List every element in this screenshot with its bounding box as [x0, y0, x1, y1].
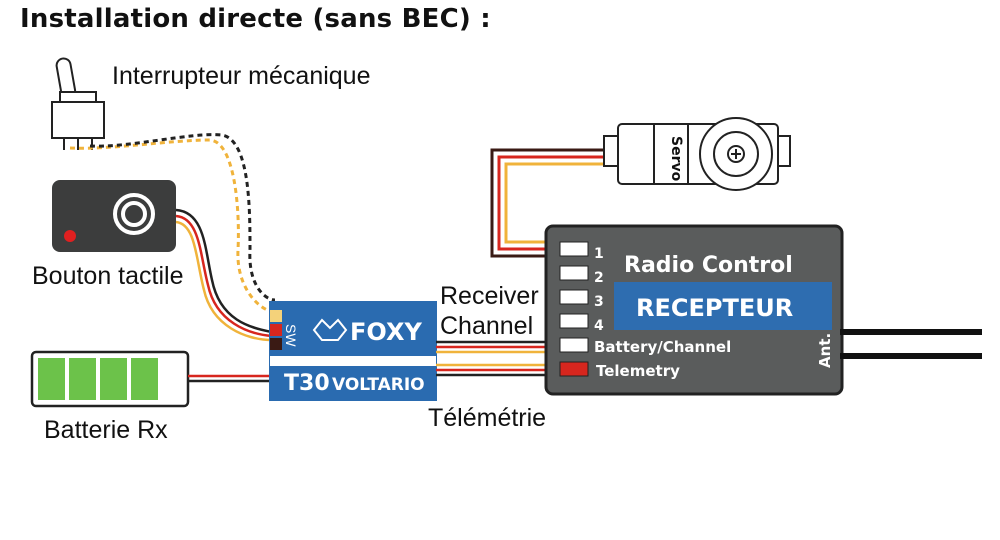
port-2-label: 2 — [594, 270, 604, 286]
touch-button — [52, 180, 176, 252]
foxy-module: SW FOXY T30 VOLTARIO — [269, 301, 437, 401]
servo-wires — [490, 148, 604, 258]
receiver-channel-wires — [436, 340, 560, 354]
brand-name: FOXY — [350, 318, 422, 346]
toggle-switch — [51, 57, 105, 150]
servo-label: Servo — [668, 136, 684, 182]
switch-wires — [69, 133, 276, 314]
receiver-name: RECEPTEUR — [636, 294, 793, 322]
battery-wires — [188, 374, 272, 383]
receiver: Radio Control RECEPTEUR 1 2 3 4 Battery/… — [544, 224, 982, 396]
fox-logo-icon — [312, 318, 348, 341]
port-1-label: 1 — [594, 246, 604, 262]
page-title: Installation directe (sans BEC) : — [20, 4, 491, 34]
touch-button-label: Bouton tactile — [32, 262, 184, 290]
port-3-label: 3 — [594, 294, 604, 310]
telemetry-port-label: Telemetry — [596, 362, 680, 380]
servo: Servo — [603, 117, 791, 191]
switch-label: Interrupteur mécanique — [112, 62, 371, 90]
receiver-channel-label-2: Channel — [440, 312, 534, 340]
port-4-label: 4 — [594, 318, 604, 334]
battery-cell — [69, 358, 96, 400]
battery-channel-port-label: Battery/Channel — [594, 338, 731, 356]
battery-cell — [100, 358, 127, 400]
battery-cell — [38, 358, 65, 400]
receiver-channel-label-1: Receiver — [440, 282, 539, 310]
telemetry-wires — [436, 363, 560, 377]
touch-button-wires — [175, 208, 273, 342]
telemetry-label: Télémétrie — [428, 404, 547, 432]
battery-cells — [38, 358, 158, 400]
model-prefix: T30 — [284, 371, 330, 396]
battery-cell — [131, 358, 158, 400]
antenna-label: Ant. — [816, 333, 834, 368]
battery-label: Batterie Rx — [44, 416, 168, 444]
model-suffix: VOLTARIO — [332, 375, 425, 395]
receiver-title: Radio Control — [624, 253, 793, 278]
sw-label: SW — [283, 324, 299, 347]
